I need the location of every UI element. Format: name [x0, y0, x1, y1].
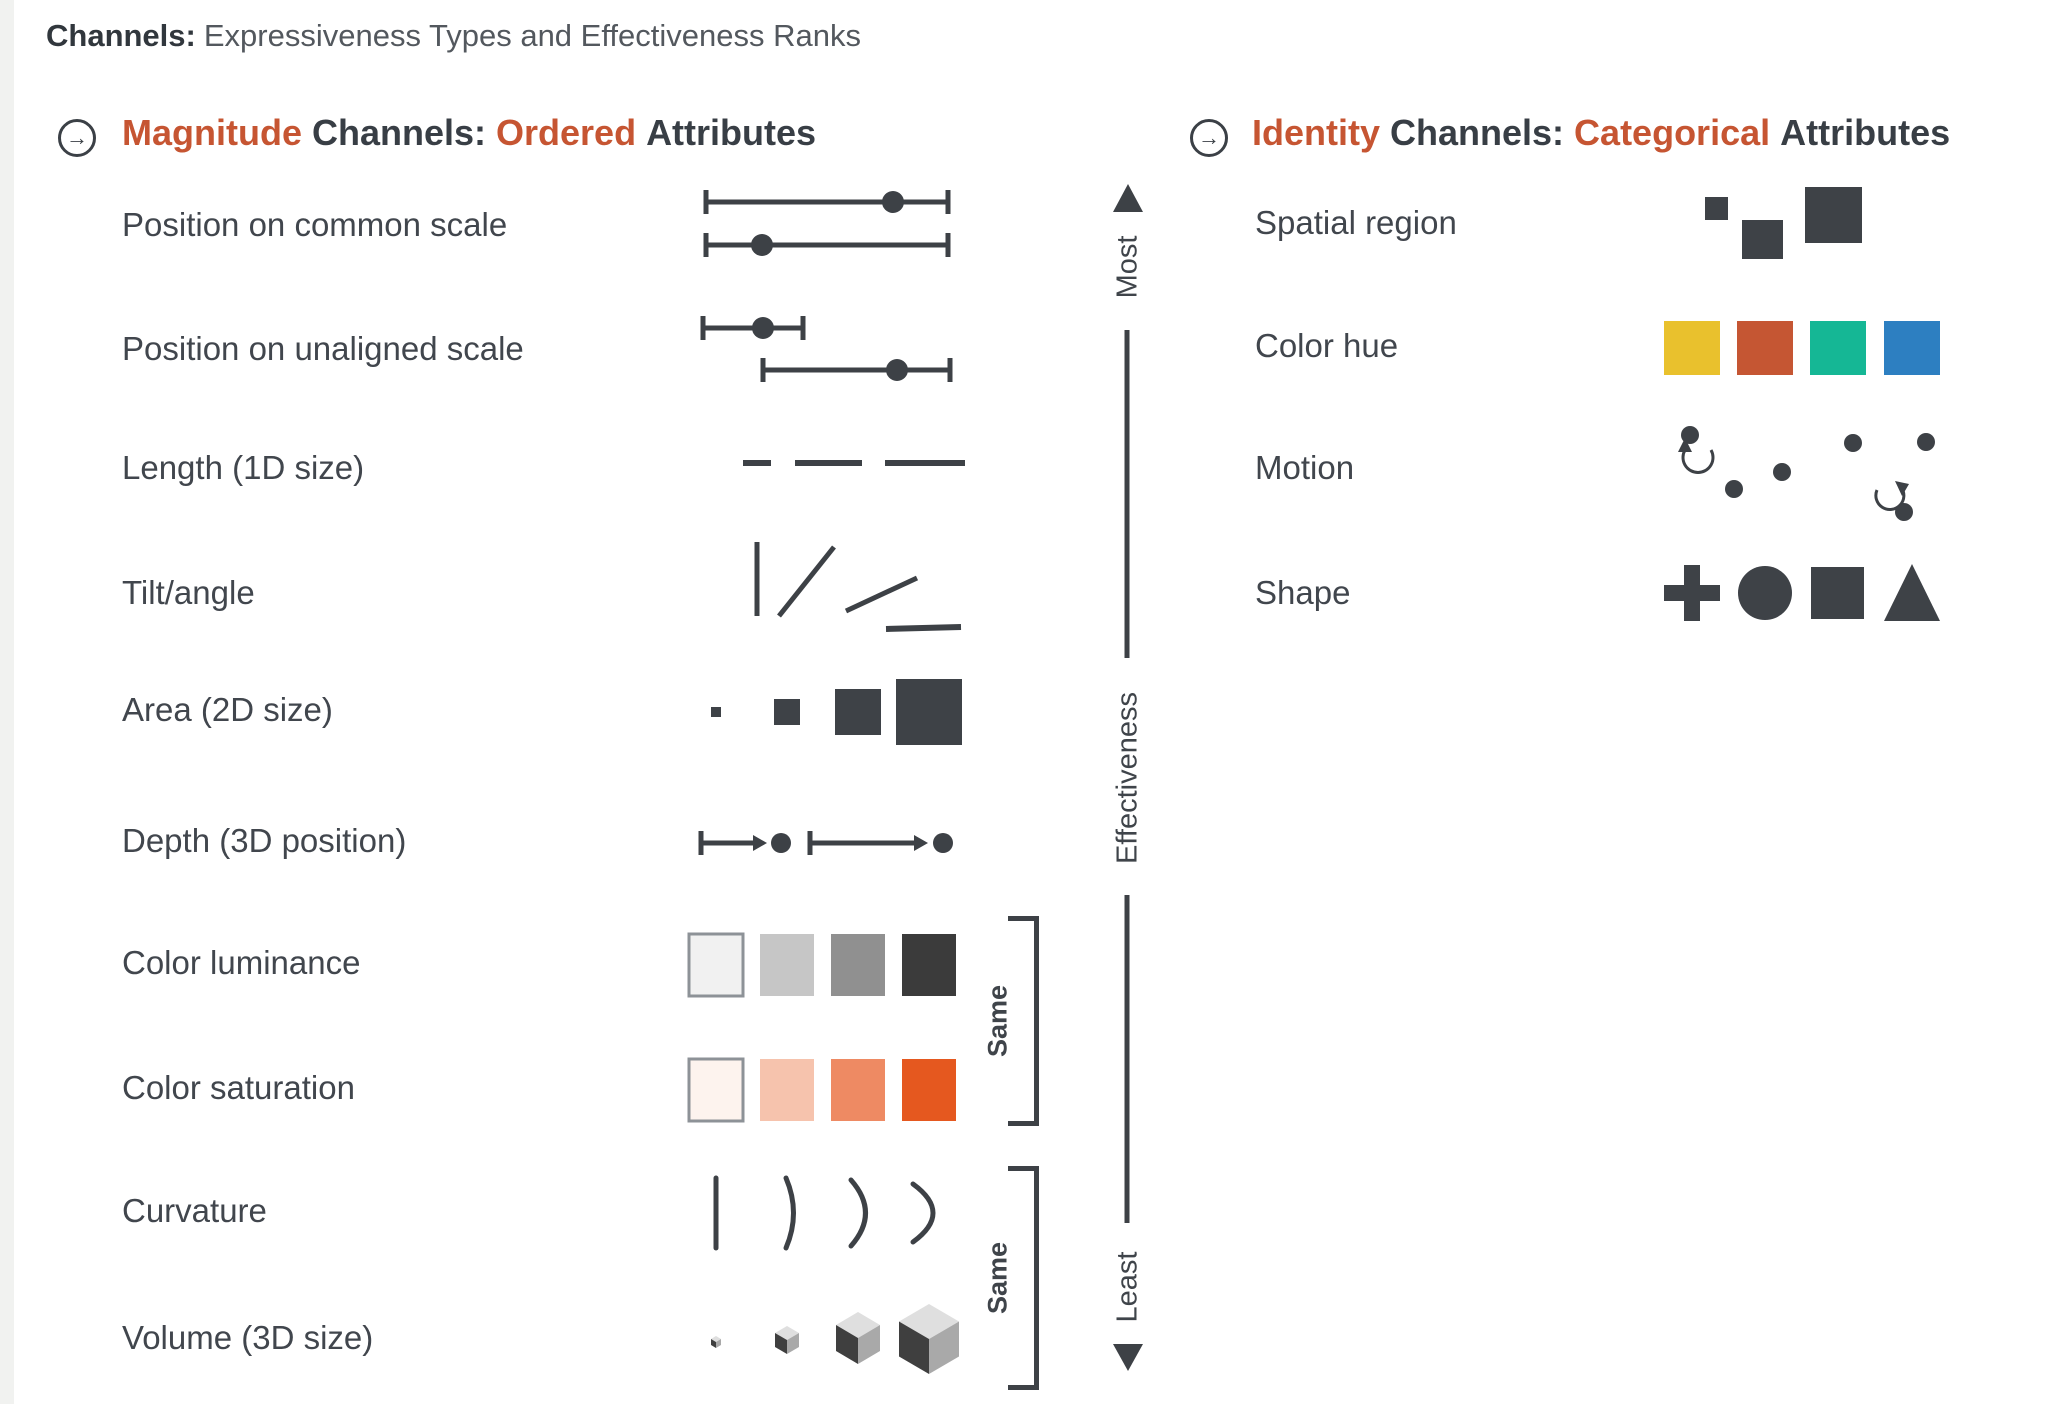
row-label-length: Length (1D size) [122, 449, 365, 486]
figure-title: Channels:Expressiveness Types and Effect… [46, 18, 861, 54]
volume-glyph [711, 1304, 959, 1374]
row-label-volume: Volume (3D size) [122, 1319, 374, 1356]
position-unaligned-scale-glyph [700, 316, 953, 382]
title-rest: Expressiveness Types and Effectiveness R… [203, 18, 861, 53]
identity-header-tail: Attributes [1780, 112, 1951, 153]
cube-medium [775, 1326, 799, 1354]
hue-swatch-yellow [1664, 321, 1720, 375]
row-label-position-common: Position on common scale [122, 206, 508, 243]
luminance-swatch-1 [687, 932, 745, 998]
axis-most-label: Most [1111, 235, 1144, 299]
arrow-glyph: → [1198, 125, 1220, 150]
row-label-area: Area (2D size) [122, 691, 333, 728]
row-label-depth: Depth (3D position) [122, 822, 407, 859]
axis-least-label: Least [1111, 1251, 1144, 1323]
saturation-swatch-1 [687, 1057, 745, 1123]
length-glyph [743, 460, 965, 466]
identity-header-mid: Channels: [1390, 112, 1565, 153]
arrow-circle-icon: → [58, 119, 96, 157]
square-shape [1811, 567, 1864, 619]
row-label-saturation: Color saturation [122, 1069, 355, 1106]
row-label-color-hue: Color hue [1255, 327, 1399, 364]
row-label-spatial-region: Spatial region [1255, 204, 1457, 241]
rotation-arrowhead [1895, 481, 1909, 496]
arrow-glyph: → [66, 125, 88, 150]
triangle-shape [1884, 564, 1940, 621]
axis-title: Effectiveness [1111, 692, 1144, 864]
color-hue-swatches [1664, 321, 1940, 375]
motion-glyph [1678, 426, 1935, 521]
page-edge-strip [0, 0, 14, 1404]
magnitude-header-em2: Ordered [496, 112, 637, 153]
title-lead: Channels: [46, 18, 196, 53]
same-label-2: Same [982, 1241, 1013, 1315]
identity-header-em1: Identity [1252, 112, 1381, 153]
color-saturation-swatches [687, 1057, 956, 1123]
hue-swatch-green [1810, 321, 1866, 375]
row-label-tilt: Tilt/angle [122, 574, 255, 611]
luminance-swatch-2 [760, 934, 814, 996]
identity-header-em2: Categorical [1574, 112, 1771, 153]
effectiveness-axis [1113, 184, 1143, 1371]
plus-shape [1664, 585, 1720, 601]
axis-arrow-down [1113, 1344, 1143, 1371]
hue-swatch-blue [1884, 321, 1940, 375]
row-label-curvature: Curvature [122, 1192, 267, 1229]
row-label-luminance: Color luminance [122, 944, 361, 981]
depth-glyph [698, 831, 953, 855]
hue-swatch-red [1737, 321, 1793, 375]
same-bracket-2 [1008, 1166, 1039, 1390]
same-bracket-1 [1008, 916, 1039, 1126]
axis-arrow-up [1113, 184, 1143, 212]
color-luminance-swatches [687, 932, 956, 998]
cube-small [711, 1336, 721, 1348]
luminance-swatch-3 [831, 934, 885, 996]
saturation-swatch-2 [760, 1059, 814, 1121]
same-label-1: Same [982, 984, 1013, 1058]
tilt-angle-glyph [754, 542, 962, 632]
row-label-position-unaligned: Position on unaligned scale [122, 330, 524, 367]
circle-shape [1738, 566, 1792, 620]
magnitude-header-em1: Magnitude [122, 112, 302, 153]
row-label-motion: Motion [1255, 449, 1355, 486]
saturation-swatch-3 [831, 1059, 885, 1121]
rotation-arrowhead [1678, 438, 1692, 452]
spatial-region-glyph [1705, 187, 1862, 259]
cube-large [836, 1312, 880, 1364]
magnitude-header-mid: Channels: [311, 112, 487, 153]
arrow-circle-icon: → [1190, 119, 1228, 157]
row-label-shape: Shape [1255, 574, 1351, 611]
curvature-glyph [713, 1175, 936, 1251]
position-common-scale-glyph [703, 190, 951, 257]
cube-largest [899, 1304, 959, 1374]
saturation-swatch-4 [902, 1059, 956, 1121]
area-glyph [711, 679, 962, 745]
luminance-swatch-4 [902, 934, 956, 996]
shape-glyph [1664, 564, 1940, 621]
magnitude-header-tail: Attributes [646, 112, 817, 153]
